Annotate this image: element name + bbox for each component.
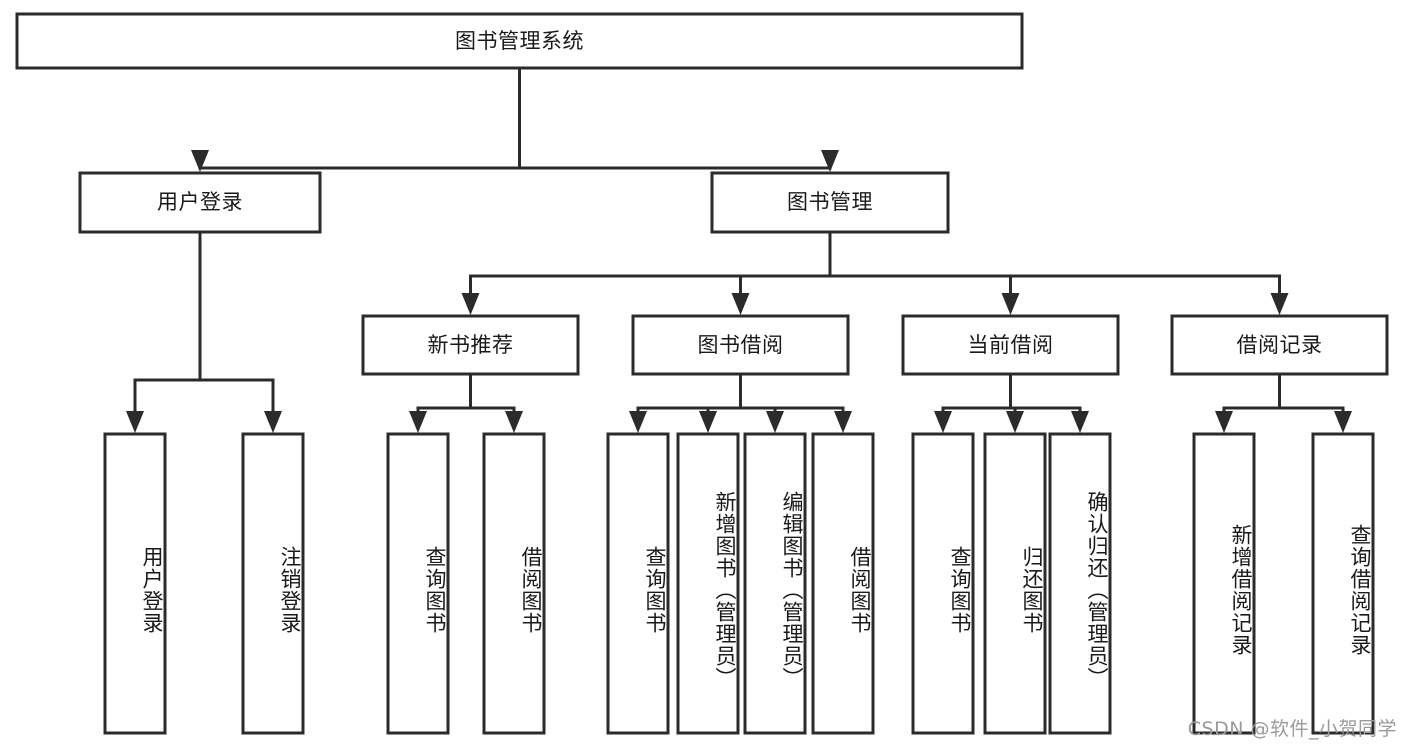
node-box-leaf-return-book[interactable] xyxy=(983,432,1047,735)
node-box-book-borrow[interactable] xyxy=(631,314,850,376)
node-box-leaf-borrow-book-1[interactable] xyxy=(482,432,546,735)
node-box-borrow-record[interactable] xyxy=(1170,314,1389,376)
arrow-head-book-manage xyxy=(821,150,839,172)
arrow-head-leaf-borrow-book-1 xyxy=(505,411,523,433)
arrow-head-leaf-borrow-book-2 xyxy=(834,411,852,433)
node-box-leaf-query-book-1[interactable] xyxy=(386,432,450,735)
arrow-head-leaf-query-record xyxy=(1334,411,1352,433)
node-box-leaf-query-book-3[interactable] xyxy=(911,432,975,735)
node-box-book-manage[interactable] xyxy=(710,171,950,234)
node-box-new-book-rec[interactable] xyxy=(361,314,580,376)
arrow-head-leaf-add-book xyxy=(699,411,717,433)
node-box-layer xyxy=(15,12,1389,735)
node-box-leaf-query-record[interactable] xyxy=(1311,432,1375,735)
node-box-leaf-add-book[interactable] xyxy=(676,432,740,735)
arrow-head-new-book-rec xyxy=(461,293,480,315)
connector-layer xyxy=(126,66,1352,433)
node-box-leaf-add-record[interactable] xyxy=(1192,432,1256,735)
arrow-head-current-borrow xyxy=(1001,293,1020,315)
node-box-leaf-user-login[interactable] xyxy=(103,432,167,735)
node-box-leaf-query-book-2[interactable] xyxy=(606,432,670,735)
arrow-head-leaf-query-book-1 xyxy=(409,411,427,433)
arrow-head-borrow-record xyxy=(1270,293,1289,315)
arrow-head-leaf-return-book xyxy=(1006,411,1024,433)
arrow-head-leaf-confirm-return xyxy=(1071,411,1089,433)
arrow-head-book-borrow xyxy=(731,293,750,315)
arrow-head-user-login xyxy=(191,150,209,172)
node-box-leaf-logout[interactable] xyxy=(241,432,305,735)
arrow-head-leaf-query-book-2 xyxy=(629,411,647,433)
arrow-head-leaf-logout xyxy=(264,411,282,433)
arrow-head-leaf-add-record xyxy=(1215,411,1233,433)
node-box-leaf-edit-book[interactable] xyxy=(743,432,807,735)
node-box-root[interactable] xyxy=(15,12,1024,70)
arrow-head-leaf-user-login xyxy=(126,411,144,433)
node-box-current-borrow[interactable] xyxy=(901,314,1120,376)
node-box-leaf-borrow-book-2[interactable] xyxy=(811,432,875,735)
node-box-user-login[interactable] xyxy=(78,171,322,234)
arrow-head-leaf-edit-book xyxy=(766,411,784,433)
watermark-text: CSDN @软件_小贺同学 xyxy=(1187,718,1397,740)
arrow-head-leaf-query-book-3 xyxy=(934,411,952,433)
node-box-leaf-confirm-return[interactable] xyxy=(1048,432,1112,735)
